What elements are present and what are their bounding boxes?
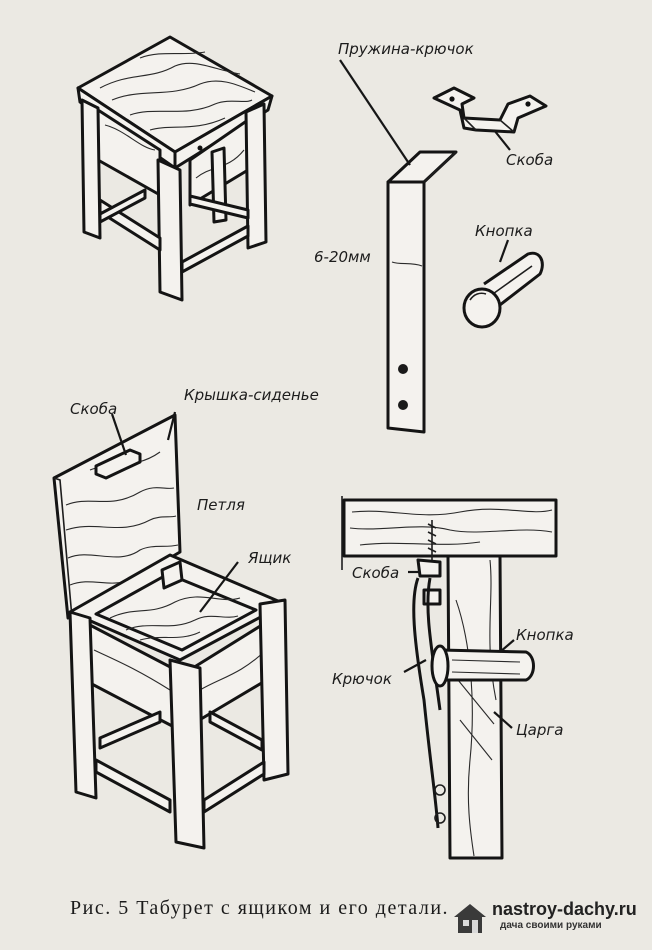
watermark-site: nastroy-dachy.ru <box>492 899 637 919</box>
label-hook: Крючок <box>332 670 392 688</box>
label-button-section: Кнопка <box>516 626 574 644</box>
house-logo-icon <box>454 904 486 933</box>
section-view-drawing <box>341 496 558 860</box>
closed-stool-drawing <box>76 35 274 302</box>
label-hinge: Петля <box>197 496 245 514</box>
label-button-top: Кнопка <box>475 222 533 240</box>
label-box: Ящик <box>247 549 291 567</box>
spring-hook-drawing <box>339 59 458 434</box>
label-bracket-section: Скоба <box>352 564 399 582</box>
caption-text: Табурет с ящиком и его детали. <box>136 897 450 919</box>
label-lid-seat: Крышка-сиденье <box>184 386 319 404</box>
button-part-drawing <box>462 239 544 329</box>
label-bracket-top: Скоба <box>506 151 553 169</box>
watermark-subtitle: дача своими руками <box>500 920 602 931</box>
figure-caption: Рис. 5 Табурет с ящиком и его детали. <box>70 897 449 920</box>
label-bracket-left: Скоба <box>70 400 117 418</box>
caption-prefix: Рис. <box>70 897 112 919</box>
bracket-part-drawing <box>432 86 548 151</box>
open-stool-drawing <box>52 411 290 850</box>
site-watermark: nastroy-dachy.ru дача своими руками <box>452 899 638 937</box>
label-apron: Царга <box>516 721 563 739</box>
label-spring-hook: Пружина-крючок <box>338 40 474 58</box>
label-thickness: 6-20мм <box>314 248 371 266</box>
caption-number: 5 <box>118 897 130 919</box>
